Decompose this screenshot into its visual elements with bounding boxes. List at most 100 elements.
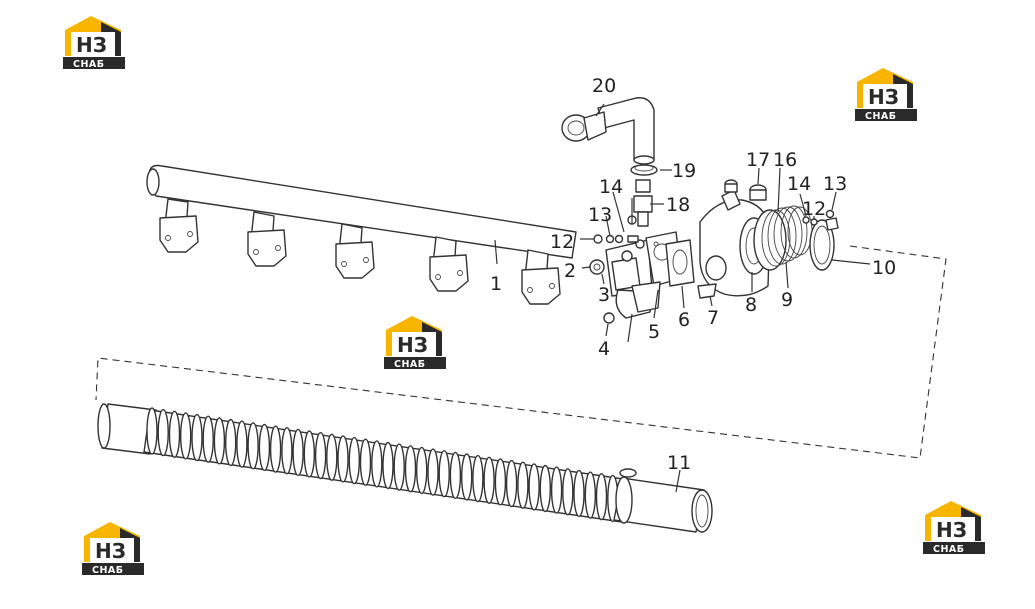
- manifold-runner-4: [429, 236, 469, 292]
- brand-logo-center: НЗ СНАБ: [384, 312, 446, 370]
- flex-joint-9-15: [753, 205, 813, 271]
- hose-rib: [224, 418, 237, 467]
- callout-10: 10: [872, 257, 896, 279]
- brand-mark-text: НЗ: [936, 518, 967, 542]
- valve-body: [605, 235, 653, 297]
- callout-9: 9: [781, 289, 793, 311]
- hose-rib: [427, 448, 439, 496]
- hose-rib: [359, 438, 372, 486]
- connection-dashed-line: [95, 245, 947, 459]
- callout-19: 20: [592, 75, 616, 97]
- brand-logo-bottom-right: НЗ СНАБ: [923, 497, 985, 555]
- callout-12-right: 12: [802, 198, 826, 220]
- callout-15: 16: [773, 149, 797, 171]
- clamp-10: [809, 217, 839, 271]
- hose-rib: [326, 433, 338, 481]
- hose-rib: [348, 436, 360, 485]
- hose-rib: [393, 443, 405, 491]
- brand-logo-bottom-left: НЗ СНАБ: [82, 518, 144, 576]
- hose-rib: [382, 441, 394, 490]
- elbow-20: [615, 281, 661, 319]
- hose-rib: [528, 463, 540, 511]
- hose-rib: [505, 459, 518, 508]
- elbow-hose-19: [561, 97, 655, 165]
- hose-rib: [438, 450, 450, 498]
- hose-rib: [258, 423, 271, 472]
- hose-rib: [303, 430, 315, 478]
- callout-5: 5: [648, 321, 660, 343]
- callout-8: 8: [745, 294, 757, 316]
- hose-rib: [247, 422, 259, 470]
- brand-name-text: СНАБ: [92, 565, 124, 576]
- callout-14-left: 14: [599, 176, 623, 198]
- hose-rib: [191, 413, 203, 462]
- hose-rib: [292, 428, 304, 477]
- callout-14-right: 14: [787, 173, 811, 195]
- callout-1: 1: [490, 273, 502, 295]
- manifold-runner-1: [159, 198, 199, 253]
- callout-4: 4: [598, 338, 610, 360]
- hose-rib: [157, 408, 169, 457]
- brand-mark-text: НЗ: [868, 85, 899, 109]
- hose-corrugations: [146, 407, 630, 524]
- brand-name-text: СНАБ: [933, 544, 965, 555]
- nut-4: [603, 312, 615, 324]
- hose-rib: [168, 410, 181, 458]
- hose-rib: [539, 464, 551, 513]
- brand-logo-top-left: НЗ СНАБ: [63, 12, 125, 70]
- hose-rib: [281, 427, 293, 475]
- flex-hose-11: [97, 403, 713, 533]
- hose-rib: [562, 468, 574, 516]
- hose-rib: [236, 420, 248, 468]
- callout-11: 11: [667, 452, 691, 474]
- manifold-runner-3: [335, 223, 375, 279]
- leader-lines: [494, 103, 871, 493]
- hose-rib: [461, 453, 473, 501]
- hose-rib: [483, 456, 495, 504]
- hose-rib: [213, 417, 226, 465]
- callout-13-right: 13: [823, 173, 847, 195]
- brand-mark-text: НЗ: [76, 33, 107, 57]
- hose-rib: [416, 446, 428, 495]
- hose-rib: [179, 412, 192, 460]
- brand-name-text: СНАБ: [394, 359, 426, 370]
- brand-logo-top-right: НЗ СНАБ: [855, 64, 917, 122]
- callout-6: 6: [678, 309, 690, 331]
- manifold-runner-2: [247, 211, 287, 267]
- hose-rib: [404, 445, 417, 493]
- gasket-6: [665, 239, 695, 287]
- callout-3: 3: [598, 284, 610, 306]
- fitting-17: [633, 179, 653, 227]
- hose-rib: [494, 458, 507, 506]
- hose-rib: [314, 431, 327, 480]
- hose-rib: [573, 469, 585, 518]
- brand-mark-text: НЗ: [397, 333, 428, 357]
- hose-rib: [371, 440, 383, 488]
- brand-mark-text: НЗ: [95, 539, 126, 563]
- brand-name-text: СНАБ: [73, 59, 105, 70]
- hose-rib: [472, 454, 484, 503]
- callout-2: 2: [564, 260, 576, 282]
- stud-bolts-12-13-14-left: [593, 198, 637, 244]
- hose-rib: [337, 435, 349, 483]
- hose-rib: [550, 466, 563, 514]
- hose-rib: [202, 415, 214, 463]
- callout-16: 17: [746, 149, 770, 171]
- manifold-pipe: [146, 164, 577, 305]
- callout-17: 18: [666, 194, 690, 216]
- plug-16: [724, 179, 767, 201]
- hose-rib: [584, 471, 596, 519]
- callout-18: 19: [672, 160, 696, 182]
- hose-rib: [595, 473, 608, 521]
- bolt-assembly-2: [589, 259, 605, 275]
- hose-rib: [517, 461, 529, 509]
- hose-rib: [269, 425, 282, 473]
- callout-7: 7: [707, 307, 719, 329]
- hose-rib: [146, 407, 158, 455]
- brand-name-text: СНАБ: [865, 111, 897, 122]
- callout-12-left: 12: [550, 231, 574, 253]
- manifold-runner-5: [521, 249, 561, 305]
- callout-13-left: 13: [588, 204, 612, 226]
